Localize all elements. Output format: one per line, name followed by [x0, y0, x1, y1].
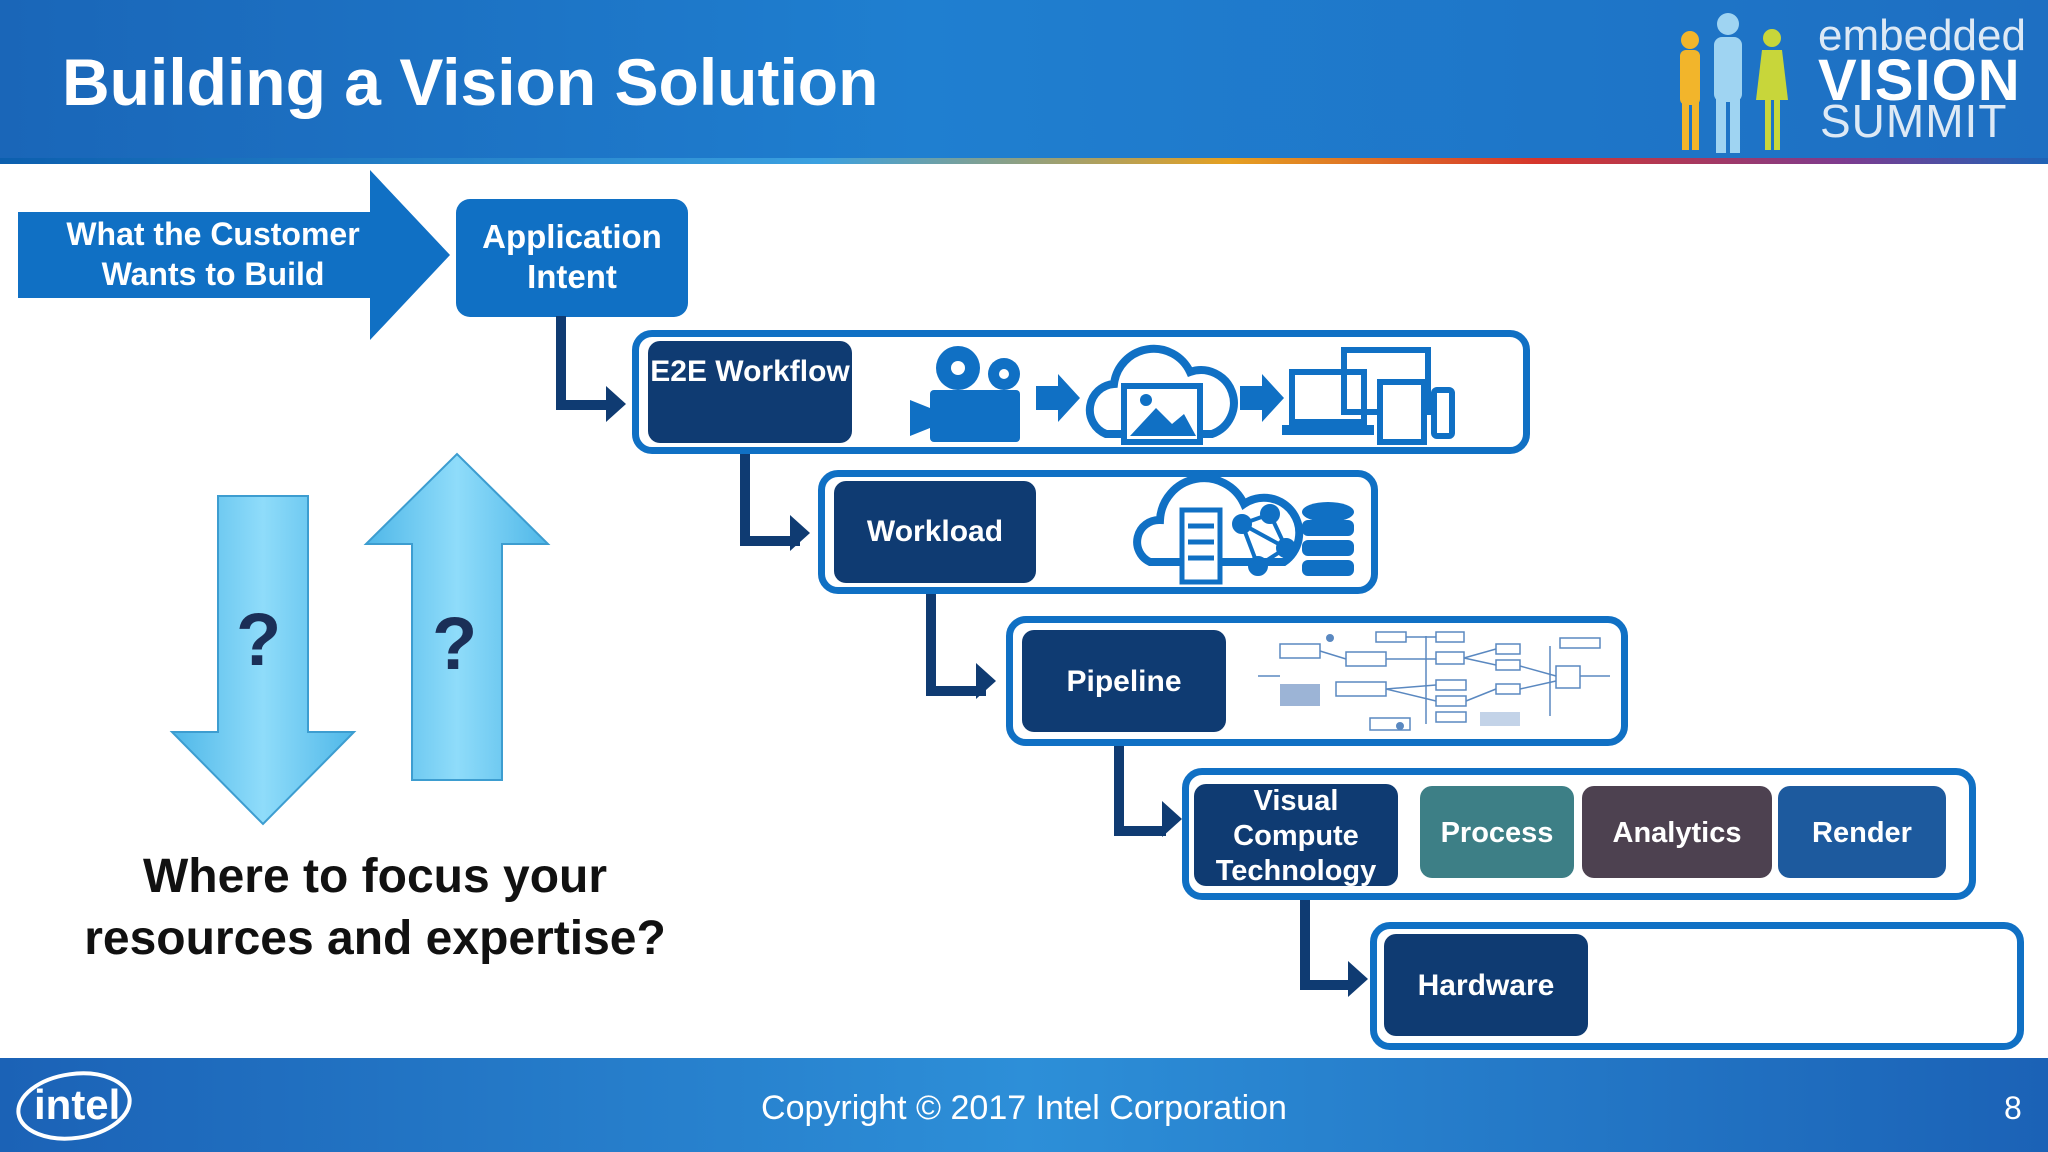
workflow-icons — [910, 344, 1455, 445]
application-intent-box — [456, 199, 688, 317]
connector-arrowhead — [1348, 961, 1368, 997]
connector-arrowhead — [976, 663, 996, 699]
question-mark-down: ? — [236, 598, 282, 681]
intel-logo-icon — [16, 1071, 132, 1141]
process-box — [1420, 786, 1574, 878]
header-stripe — [0, 158, 2048, 164]
focus-question-text: Where to focus your resources and expert… — [84, 850, 666, 965]
devices-icon — [1282, 347, 1455, 445]
connector-e2e-workload — [740, 452, 800, 546]
application-intent-label: Application Intent — [482, 218, 662, 295]
connector-vct-hardware — [1300, 900, 1352, 990]
analytics-box — [1582, 786, 1772, 878]
database-icon — [1302, 502, 1354, 576]
hardware-box — [1384, 934, 1588, 1036]
header-bar — [0, 0, 2048, 160]
network-icon — [1232, 504, 1296, 576]
people-logo-icon — [1680, 13, 1788, 153]
logo-line-summit: SUMMIT — [1820, 95, 2008, 147]
arrow-right-icon — [1240, 374, 1284, 422]
page-number: 8 — [2004, 1090, 2022, 1126]
connector-arrowhead — [606, 386, 626, 422]
connector-arrowhead — [790, 515, 810, 551]
process-label: Process — [1440, 817, 1554, 849]
workload-icons — [1133, 474, 1354, 585]
workload-box — [834, 481, 1036, 583]
footer-bar — [0, 1058, 2048, 1152]
hardware-label: Hardware — [1417, 969, 1555, 1002]
pipeline-diagram-icon — [1258, 631, 1610, 731]
up-down-arrows-icon — [169, 452, 551, 826]
vct-label: Visual Compute Technology — [1215, 785, 1377, 887]
render-box — [1778, 786, 1946, 878]
customer-arrow-shape — [18, 170, 450, 340]
render-label: Render — [1812, 817, 1912, 849]
logo-line-embedded: embedded — [1818, 11, 2026, 60]
connector-pipeline-vct — [1114, 746, 1166, 836]
cloud-server-icon — [1133, 474, 1304, 585]
intel-brand-text: intel — [34, 1081, 121, 1128]
connector-intent-e2e — [556, 316, 616, 410]
workload-label: Workload — [866, 515, 1004, 548]
question-mark-up: ? — [432, 602, 478, 685]
customer-label: What the Customer Wants to Build — [66, 216, 360, 292]
cloud-image-icon — [1085, 344, 1238, 445]
pipeline-label: Pipeline — [1066, 665, 1182, 698]
pipeline-box — [1022, 630, 1226, 732]
slide-title: Building a Vision Solution — [62, 45, 879, 119]
e2e-workflow-label: E2E Workflow — [650, 355, 850, 388]
vct-box — [1194, 784, 1398, 886]
movie-camera-icon — [910, 346, 1020, 442]
arrow-right-icon — [1036, 374, 1080, 422]
logo-line-vision: VISION — [1818, 48, 2021, 113]
connector-arrowhead — [1162, 801, 1182, 837]
e2e-workflow-box — [648, 341, 852, 443]
copyright-text: Copyright © 2017 Intel Corporation — [761, 1089, 1287, 1127]
connector-workload-pipeline — [926, 594, 986, 696]
analytics-label: Analytics — [1612, 817, 1742, 849]
